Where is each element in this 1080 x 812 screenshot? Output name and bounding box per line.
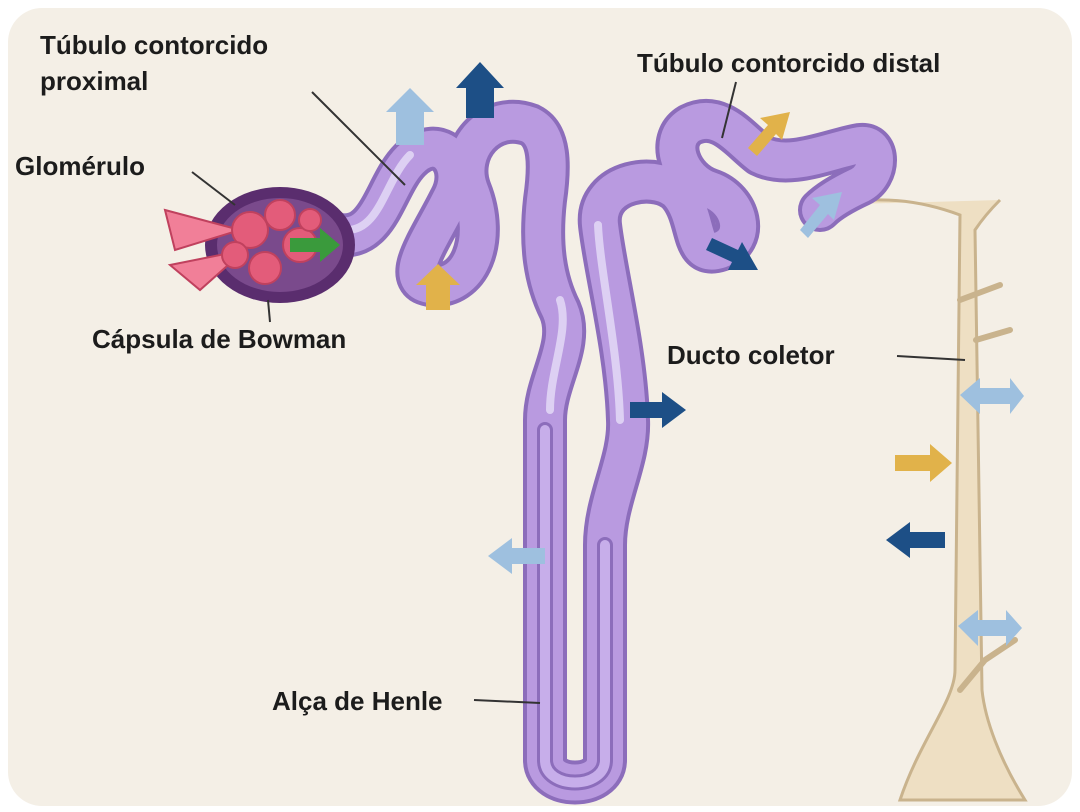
arrow-light-blue-distal-icon	[800, 192, 842, 238]
leader-lines	[191, 81, 966, 704]
leader-collecting-duct	[896, 355, 966, 361]
arrow-dark-blue-ascending-limb-icon	[630, 392, 686, 428]
arrow-green-filtration-icon	[290, 228, 340, 262]
label-proximal-tubule-line1: Túbulo contorcido	[40, 30, 269, 60]
leader-loop-of-henle	[473, 699, 541, 704]
arrow-light-blue-up-icon	[386, 88, 434, 145]
label-proximal-tubule-line2: proximal	[40, 66, 149, 96]
arrow-dark-blue-duct-icon	[886, 522, 945, 558]
leader-glomerulus	[191, 171, 236, 206]
leader-proximal-tubule	[311, 91, 406, 186]
label-glomerulus: Glomérulo	[15, 151, 146, 181]
label-collecting-duct: Ducto coletor	[667, 340, 835, 370]
arrow-light-blue-duct-upper-icon	[960, 378, 1024, 414]
label-bowman-capsule: Cápsula de Bowman	[92, 324, 347, 354]
arrow-light-blue-descending-limb-icon	[488, 538, 545, 574]
collecting-duct	[819, 198, 1028, 802]
arrow-yellow-up-icon	[416, 264, 460, 310]
arrow-dark-blue-distal-icon	[706, 238, 758, 270]
label-distal-tubule: Túbulo contorcido distal	[637, 48, 941, 78]
arrow-light-blue-duct-lower-icon	[958, 610, 1022, 646]
leader-bowman-capsule	[267, 299, 271, 323]
arrow-yellow-distal-icon	[748, 112, 790, 156]
arrow-dark-blue-up-icon	[456, 62, 504, 118]
arrow-yellow-duct-icon	[895, 444, 952, 482]
label-loop-of-henle: Alça de Henle	[272, 686, 443, 716]
tubule-system	[318, 99, 897, 805]
leader-distal-tubule	[721, 81, 737, 139]
